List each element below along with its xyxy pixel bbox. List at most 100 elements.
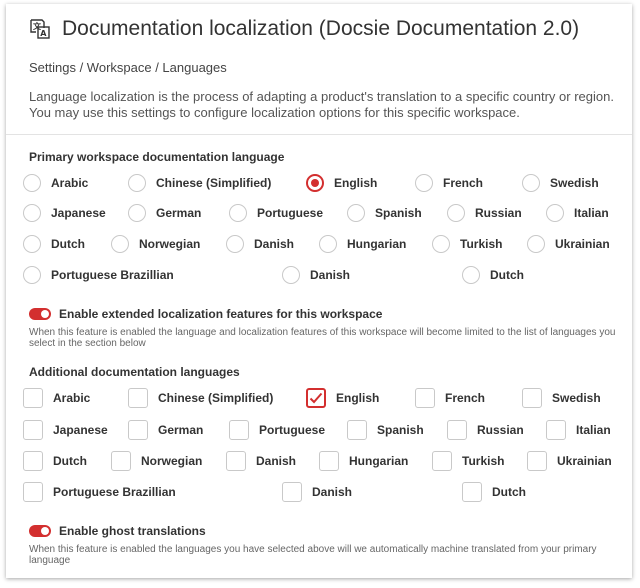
checkbox-box[interactable] (229, 420, 249, 440)
checkbox-box[interactable] (522, 388, 542, 408)
radio-circle[interactable] (128, 174, 146, 192)
radio-circle[interactable] (319, 235, 337, 253)
checkbox-box[interactable] (111, 451, 131, 471)
checkbox-box[interactable] (23, 420, 43, 440)
radio-spanish[interactable]: Spanish (347, 204, 422, 222)
checkbox-english[interactable]: English (306, 388, 379, 408)
checkbox-box[interactable] (128, 388, 148, 408)
checkbox-arabic[interactable]: Arabic (23, 388, 90, 408)
radio-circle[interactable] (23, 174, 41, 192)
radio-circle[interactable] (415, 174, 433, 192)
checkbox-box[interactable] (23, 451, 43, 471)
checkbox-italian[interactable]: Italian (546, 420, 611, 440)
extended-localization-row: Enable extended localization features fo… (29, 307, 382, 321)
checkbox-ukrainian[interactable]: Ukrainian (527, 451, 612, 471)
radio-italian[interactable]: Italian (546, 204, 609, 222)
settings-panel: 文 A Documentation localization (Docsie D… (6, 4, 632, 578)
radio-ukrainian[interactable]: Ukrainian (527, 235, 610, 253)
page-title: Documentation localization (Docsie Docum… (62, 17, 580, 40)
svg-text:文: 文 (33, 21, 42, 31)
ghost-translations-label: Enable ghost translations (59, 524, 206, 538)
radio-circle[interactable] (522, 174, 540, 192)
checkbox-box[interactable] (447, 420, 467, 440)
checkbox-box[interactable] (319, 451, 339, 471)
radio-dutch[interactable]: Dutch (23, 235, 85, 253)
checkbox-dutch-2[interactable]: Dutch (462, 482, 526, 502)
checkbox-norwegian[interactable]: Norwegian (111, 451, 202, 471)
radio-circle[interactable] (23, 266, 41, 284)
ghost-translations-toggle[interactable] (29, 525, 51, 537)
radio-circle[interactable] (462, 266, 480, 284)
checkbox-swedish[interactable]: Swedish (522, 388, 601, 408)
checkbox-box[interactable] (415, 388, 435, 408)
radio-portuguese[interactable]: Portuguese (229, 204, 323, 222)
checkbox-box[interactable] (128, 420, 148, 440)
checkbox-box[interactable] (546, 420, 566, 440)
checkbox-box[interactable] (282, 482, 302, 502)
checkbox-spanish[interactable]: Spanish (347, 420, 424, 440)
page-description: Language localization is the process of … (29, 89, 614, 120)
primary-language-title: Primary workspace documentation language (29, 150, 285, 164)
radio-circle-selected[interactable] (306, 174, 324, 192)
toggle-knob (41, 527, 49, 535)
checkbox-box[interactable] (527, 451, 547, 471)
checkbox-box[interactable] (226, 451, 246, 471)
radio-japanese[interactable]: Japanese (23, 204, 106, 222)
translate-icon: 文 A (30, 19, 50, 39)
radio-russian[interactable]: Russian (447, 204, 522, 222)
radio-circle[interactable] (432, 235, 450, 253)
checkbox-german[interactable]: German (128, 420, 203, 440)
radio-circle[interactable] (527, 235, 545, 253)
checkbox-portuguese[interactable]: Portuguese (229, 420, 325, 440)
radio-circle[interactable] (347, 204, 365, 222)
checkbox-box[interactable] (347, 420, 367, 440)
checkbox-japanese[interactable]: Japanese (23, 420, 108, 440)
checkbox-box[interactable] (462, 482, 482, 502)
toggle-knob (41, 310, 49, 318)
checkbox-portuguese-brazillian[interactable]: Portuguese Brazillian (23, 482, 176, 502)
checkbox-box[interactable] (432, 451, 452, 471)
radio-circle[interactable] (282, 266, 300, 284)
radio-danish[interactable]: Danish (226, 235, 294, 253)
checkbox-turkish[interactable]: Turkish (432, 451, 504, 471)
radio-circle[interactable] (23, 204, 41, 222)
radio-chinese-simplified[interactable]: Chinese (Simplified) (128, 174, 271, 192)
checkbox-box[interactable] (23, 482, 43, 502)
checkbox-box-checked[interactable] (306, 388, 326, 408)
checkbox-box[interactable] (23, 388, 43, 408)
radio-german[interactable]: German (128, 204, 201, 222)
radio-dutch-2[interactable]: Dutch (462, 266, 524, 284)
radio-french[interactable]: French (415, 174, 483, 192)
radio-circle[interactable] (111, 235, 129, 253)
checkbox-danish-2[interactable]: Danish (282, 482, 352, 502)
radio-hungarian[interactable]: Hungarian (319, 235, 406, 253)
extended-localization-toggle[interactable] (29, 308, 51, 320)
checkbox-chinese-simplified[interactable]: Chinese (Simplified) (128, 388, 273, 408)
radio-circle[interactable] (226, 235, 244, 253)
radio-arabic[interactable]: Arabic (23, 174, 88, 192)
checkbox-danish[interactable]: Danish (226, 451, 296, 471)
extended-localization-label: Enable extended localization features fo… (59, 307, 383, 321)
ghost-translations-row: Enable ghost translations (29, 524, 206, 538)
radio-circle[interactable] (546, 204, 564, 222)
checkmark-icon (309, 392, 323, 404)
breadcrumb: Settings / Workspace / Languages (29, 60, 227, 75)
radio-turkish[interactable]: Turkish (432, 235, 502, 253)
radio-circle[interactable] (229, 204, 247, 222)
radio-english[interactable]: English (306, 174, 377, 192)
radio-circle[interactable] (447, 204, 465, 222)
extended-localization-note: When this feature is enabled the languag… (29, 327, 616, 349)
checkbox-french[interactable]: French (415, 388, 485, 408)
radio-circle[interactable] (128, 204, 146, 222)
radio-danish-2[interactable]: Danish (282, 266, 350, 284)
radio-circle[interactable] (23, 235, 41, 253)
radio-norwegian[interactable]: Norwegian (111, 235, 200, 253)
svg-text:A: A (40, 29, 47, 38)
radio-swedish[interactable]: Swedish (522, 174, 599, 192)
ghost-translations-note: When this feature is enabled the languag… (29, 544, 597, 566)
checkbox-dutch[interactable]: Dutch (23, 451, 87, 471)
checkbox-hungarian[interactable]: Hungarian (319, 451, 408, 471)
radio-portuguese-brazillian[interactable]: Portuguese Brazillian (23, 266, 174, 284)
additional-languages-title: Additional documentation languages (29, 365, 240, 379)
checkbox-russian[interactable]: Russian (447, 420, 524, 440)
